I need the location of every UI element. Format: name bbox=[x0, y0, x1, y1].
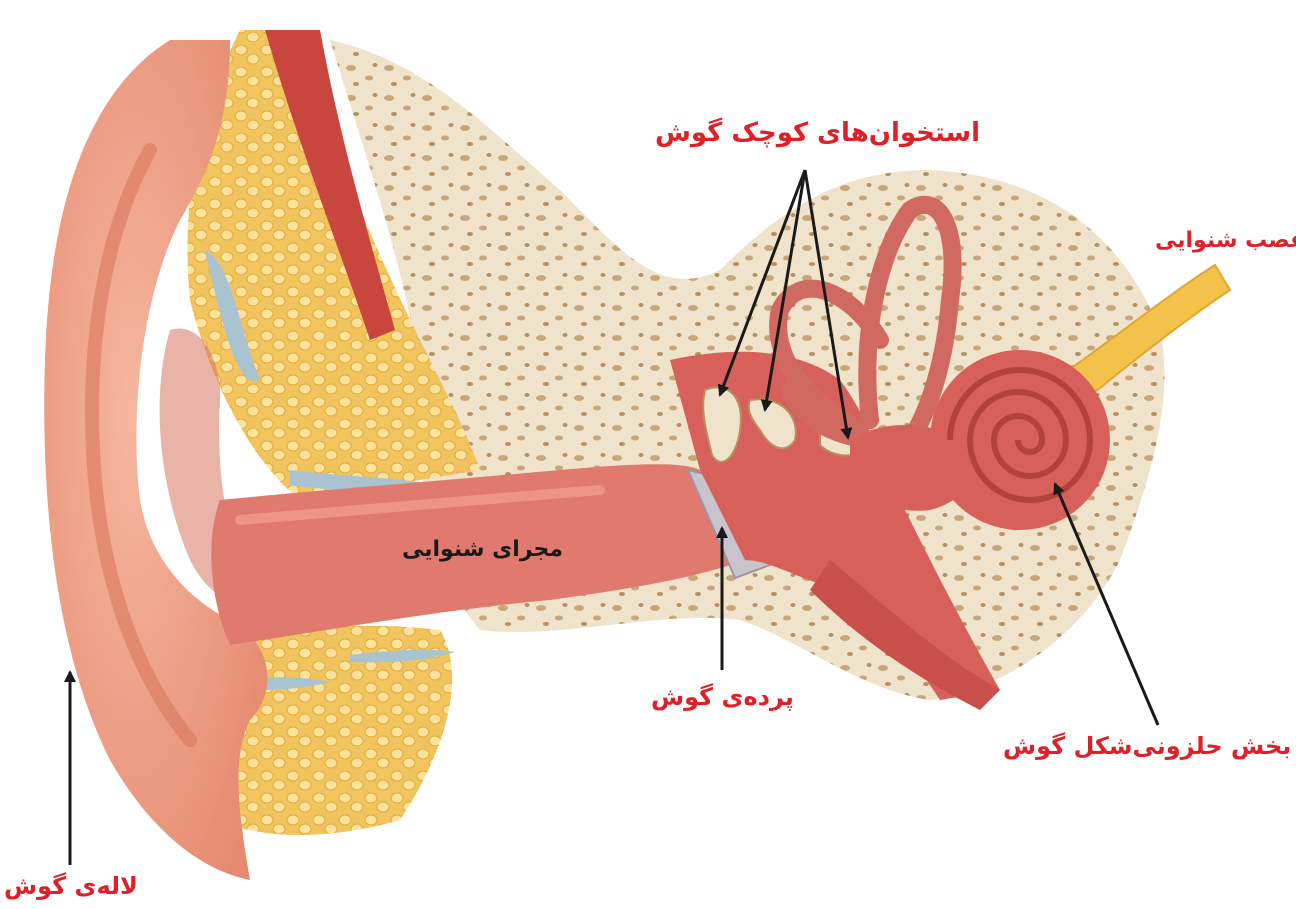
label-pinna: لاله‌ی گوش bbox=[4, 872, 138, 900]
label-ear-canal: مجرای شنوایی bbox=[402, 537, 563, 562]
label-ossicles: استخوان‌های کوچک گوش bbox=[655, 118, 980, 148]
label-auditory-nerve: عصب شنوایی bbox=[1155, 228, 1296, 253]
label-cochlea: بخش حلزونی‌شکل گوش bbox=[1003, 732, 1291, 760]
label-eardrum: پرده‌ی گوش bbox=[651, 683, 794, 711]
cochlea-shape bbox=[930, 350, 1110, 530]
